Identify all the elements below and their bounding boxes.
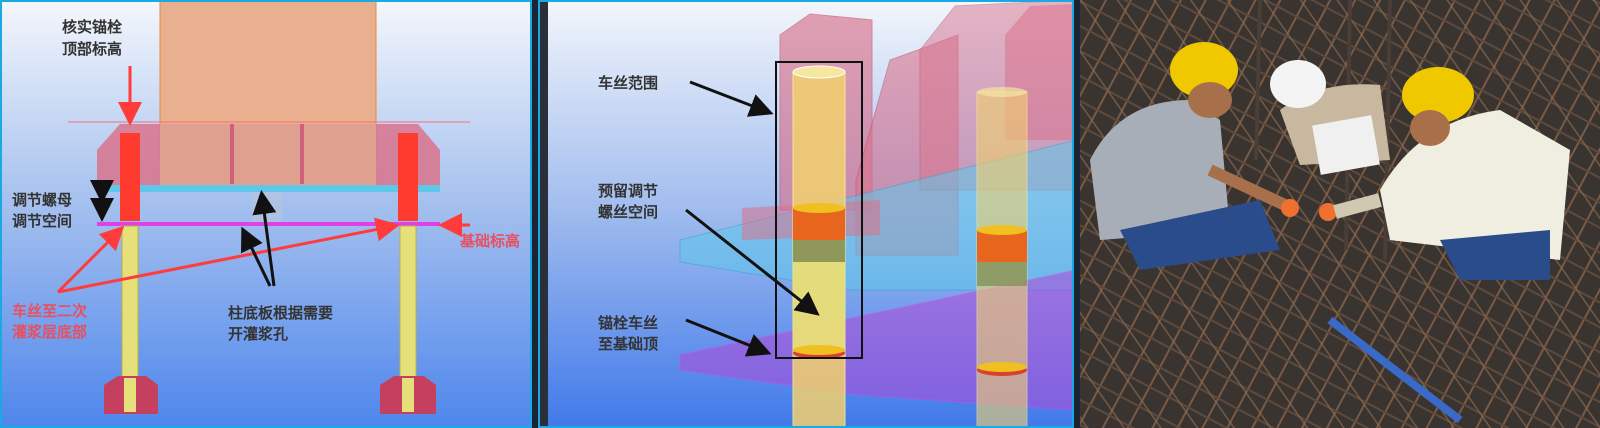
label-thread-2: 灌浆层底部 <box>12 323 87 341</box>
label-anchor-1: 锚栓车丝 <box>598 314 658 332</box>
label-foundation-level: 基础标高 <box>459 232 520 250</box>
3d-diagram-panel: 车丝范围 预留调节 螺丝空间 锚栓车丝 至基础顶 <box>538 0 1074 428</box>
worker-right <box>1319 67 1570 280</box>
label-anchor-top-1: 核实锚栓 <box>62 18 122 36</box>
label-anchor-2: 至基础顶 <box>598 335 658 353</box>
label-grout-hole-1: 柱底板根据需要 <box>228 304 333 322</box>
anchor-bolt-3d-view: 车丝范围 预留调节 螺丝空间 锚栓车丝 至基础顶 <box>540 2 1072 426</box>
anchor-bolt-elevation: 核实锚栓 顶部标高 调节螺母 调节空间 基础标高 车丝至二次 灌浆层底部 柱底板… <box>2 2 530 426</box>
anchor-bolt-thread-left <box>120 133 140 221</box>
label-reserve-2: 螺丝空间 <box>598 203 658 221</box>
foundation-level-line <box>97 222 440 226</box>
anchor-bolt-thread-right <box>398 133 418 221</box>
worker-left <box>1090 42 1299 270</box>
label-thread-range: 车丝范围 <box>598 74 658 92</box>
elevation-diagram-panel: 核实锚栓 顶部标高 调节螺母 调节空间 基础标高 车丝至二次 灌浆层底部 柱底板… <box>0 0 532 428</box>
site-photo-panel <box>1080 0 1600 428</box>
thread-range-box <box>775 61 863 359</box>
rebar-site-photo <box>1080 0 1600 428</box>
label-nut-space-2: 调节空间 <box>12 212 72 230</box>
label-reserve-1: 预留调节 <box>598 182 658 200</box>
worker-middle <box>1270 60 1390 175</box>
base-plate <box>97 185 440 192</box>
label-nut-space-1: 调节螺母 <box>12 191 72 209</box>
label-grout-hole-2: 开灌浆孔 <box>228 325 288 343</box>
label-thread-1: 车丝至二次 <box>12 302 87 320</box>
label-anchor-top-2: 顶部标高 <box>62 40 122 58</box>
